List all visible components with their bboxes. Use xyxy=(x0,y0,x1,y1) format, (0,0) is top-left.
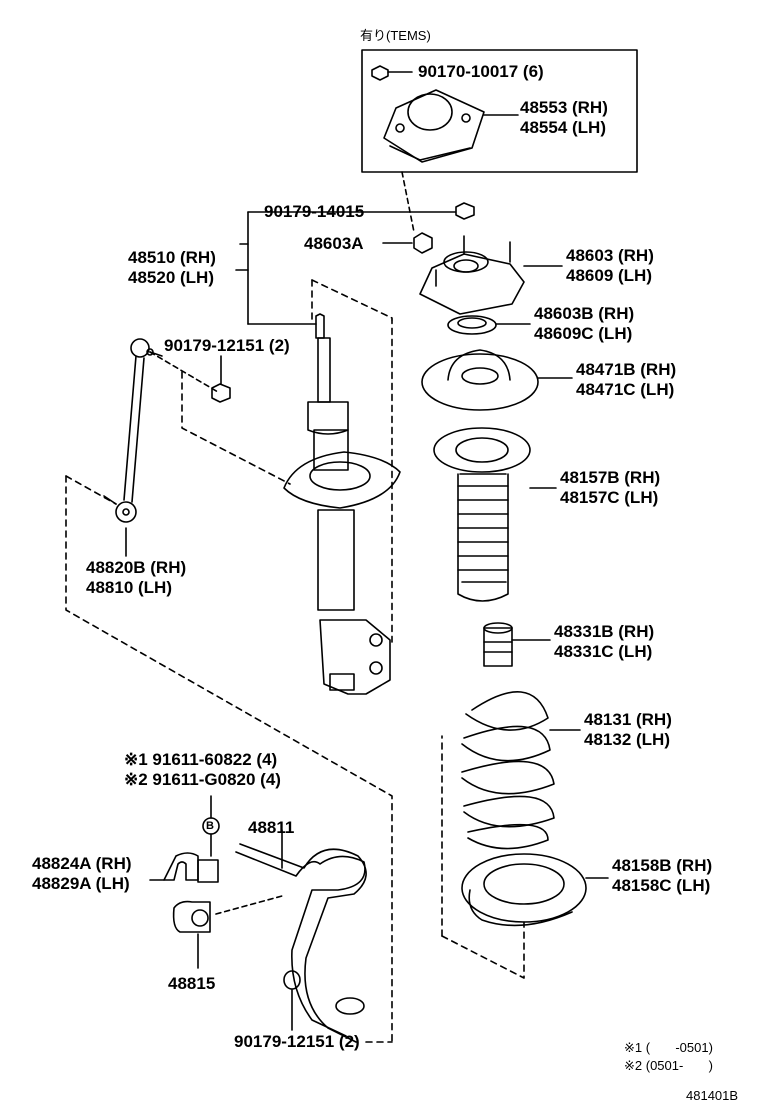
spring-rh-label: 48131 (RH) xyxy=(584,710,672,729)
lower-insulator-icon xyxy=(461,853,609,927)
bearing-icon xyxy=(447,315,531,335)
absorber-rh-label: 48510 (RH) xyxy=(128,248,216,267)
note-2: ※2 (0501- ) xyxy=(624,1058,713,1073)
bumper-rh-label: 48331B (RH) xyxy=(554,622,655,641)
insulator-lh-label: 48158C (LH) xyxy=(612,876,711,895)
stabilizer-link-icon xyxy=(103,338,163,523)
bar-label: 48811 xyxy=(248,818,295,837)
upper-seat-rh-label: 48471B (RH) xyxy=(576,360,677,379)
bolt-2-label: ※2 91611-G0820 (4) xyxy=(124,770,281,789)
link-nut-label: 90179-12151 (2) xyxy=(164,336,290,355)
top-nut-label: 90179-14015 xyxy=(264,202,365,221)
bearing-rh-label: 48603B (RH) xyxy=(534,304,635,323)
stabilizer-boundary xyxy=(65,475,393,1043)
link-nut-icon xyxy=(211,355,231,403)
boot-lh-label: 48157C (LH) xyxy=(560,488,659,507)
bump-boot-icon xyxy=(433,427,557,602)
nut-48603a-icon xyxy=(413,232,433,254)
strut-boundary xyxy=(311,279,393,643)
tems-mount-rh-label: 48553 (RH) xyxy=(520,98,608,117)
link-rh-label: 48820B (RH) xyxy=(86,558,187,577)
absorber-lh-label: 48520 (LH) xyxy=(128,268,214,287)
shock-absorber-icon xyxy=(283,313,401,695)
bolt-1-label: ※1 91611-60822 (4) xyxy=(124,750,278,769)
tems-caption: 有り(TEMS) xyxy=(360,28,431,43)
tems-mount-lh-label: 48554 (LH) xyxy=(520,118,606,137)
stabilizer-bar-icon xyxy=(235,829,367,1043)
upper-seat-lh-label: 48471C (LH) xyxy=(576,380,675,399)
bushing-label: 48815 xyxy=(168,974,216,993)
tems-box xyxy=(361,49,638,173)
strut-support-icon xyxy=(419,235,563,315)
spring-boundary xyxy=(441,921,525,979)
spring-lh-label: 48132 (LH) xyxy=(584,730,670,749)
support-lh-label: 48609 (LH) xyxy=(566,266,652,285)
top-nut-icon xyxy=(455,202,475,220)
bar-nut-label: 90179-12151 (2) xyxy=(234,1032,360,1051)
bearing-lh-label: 48609C (LH) xyxy=(534,324,633,343)
link-lh-label: 48810 (LH) xyxy=(86,578,172,597)
upper-seat-icon xyxy=(421,349,573,411)
note-1: ※1 ( -0501) xyxy=(624,1040,713,1055)
bolt-marker-icon xyxy=(202,795,220,857)
insulator-rh-label: 48158B (RH) xyxy=(612,856,713,875)
figure-id: 481401B xyxy=(686,1088,739,1103)
tems-link-line xyxy=(401,171,415,233)
tems-mount-icon xyxy=(383,89,519,163)
bracket-lh-label: 48829A (LH) xyxy=(32,874,130,893)
bushing-icon xyxy=(172,900,211,969)
coil-spring-icon xyxy=(461,691,581,850)
boot-rh-label: 48157B (RH) xyxy=(560,468,661,487)
link-strut-line xyxy=(181,371,291,485)
bumper-lh-label: 48331C (LH) xyxy=(554,642,653,661)
tems-nut-label: 90170-10017 (6) xyxy=(418,62,544,81)
nut-48603a-label: 48603A xyxy=(304,234,364,253)
bound-stopper-icon xyxy=(483,622,551,667)
bracket-rh-label: 48824A (RH) xyxy=(32,854,132,873)
tems-nut-icon xyxy=(371,65,413,81)
bar-nut-icon xyxy=(283,970,301,1031)
support-rh-label: 48603 (RH) xyxy=(566,246,654,265)
bracket-icon xyxy=(149,852,219,883)
b-marker-label: B xyxy=(206,820,214,832)
